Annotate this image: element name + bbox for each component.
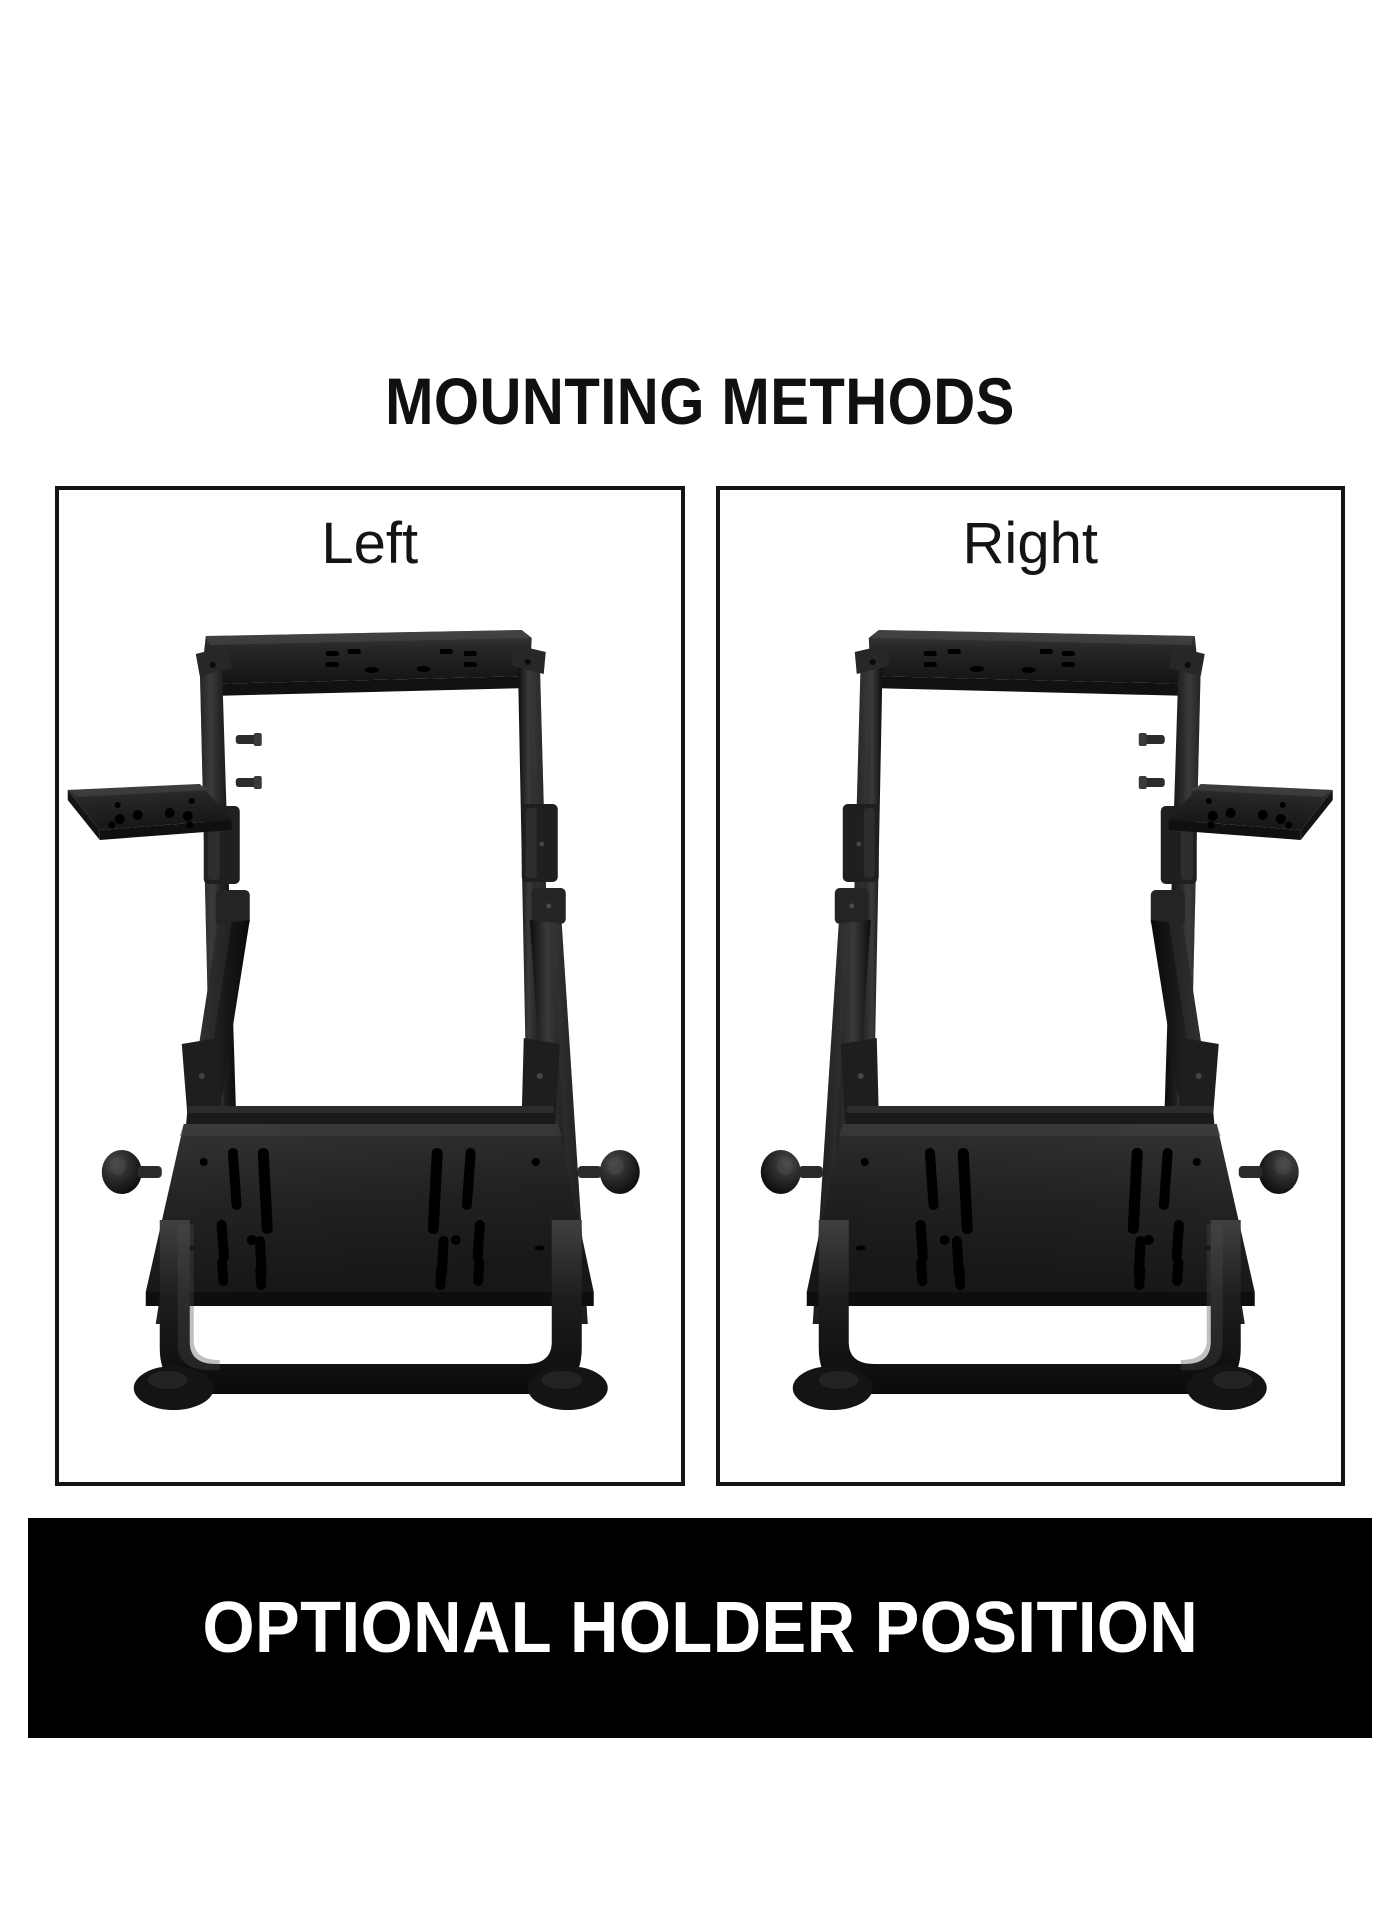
pedal-plate-slots xyxy=(184,1147,545,1290)
adjustment-knob-left[interactable] xyxy=(1238,1150,1299,1194)
panel-label-right: Right xyxy=(962,511,1098,576)
holder-mount-bolts xyxy=(235,733,262,789)
holder-plate-holes xyxy=(1205,798,1292,829)
adjustment-knob-right[interactable] xyxy=(760,1150,823,1194)
rubber-foot-left xyxy=(133,1366,214,1410)
telescopic-sleeve-right xyxy=(521,804,558,882)
wheel-stand-illustration-left xyxy=(67,630,640,1410)
rubber-foot-left xyxy=(1186,1366,1267,1410)
pedal-bracket-right xyxy=(840,1038,879,1120)
panel-label-left: Left xyxy=(321,511,419,576)
adjustment-knob-right[interactable] xyxy=(577,1150,640,1194)
wheel-mount-plate xyxy=(868,630,1199,696)
pedal-support-crossbar xyxy=(185,1106,556,1128)
mid-pivot-clamp-left xyxy=(1150,890,1185,926)
panel-left-mounting: Left xyxy=(55,486,685,1486)
pedal-plate xyxy=(806,1124,1255,1306)
wheel-mount-holes xyxy=(923,649,1075,673)
racing-wheel-stand-holder-right-figure xyxy=(720,608,1342,1470)
pedal-support-crossbar xyxy=(844,1106,1215,1128)
pedal-plate-slots xyxy=(855,1147,1216,1290)
mid-pivot-clamp-left xyxy=(215,890,250,926)
pedal-bracket-right xyxy=(521,1038,560,1120)
wheel-mount-plate xyxy=(201,630,532,696)
rubber-foot-right xyxy=(792,1366,873,1410)
adjustment-knob-left[interactable] xyxy=(101,1150,162,1194)
panel-right-mounting: Right xyxy=(715,486,1345,1486)
optional-holder-plate xyxy=(1168,784,1333,840)
wheel-stand-illustration-right xyxy=(760,630,1333,1410)
rubber-foot-right xyxy=(527,1366,608,1410)
optional-holder-plate xyxy=(67,784,232,840)
mid-pivot-clamp-right xyxy=(531,888,566,924)
page-title: MOUNTING METHODS xyxy=(385,364,1015,438)
wheel-mount-holes xyxy=(325,649,477,673)
mid-pivot-clamp-right xyxy=(834,888,869,924)
holder-plate-holes xyxy=(108,798,195,829)
pedal-bracket-left xyxy=(181,1038,222,1120)
pedal-bracket-left xyxy=(1178,1038,1219,1120)
mounting-method-panels: Left xyxy=(55,486,1345,1486)
banner-title: OPTIONAL HOLDER POSITION xyxy=(202,1588,1198,1668)
telescopic-sleeve-right xyxy=(842,804,879,882)
racing-wheel-stand-holder-left-figure xyxy=(59,608,681,1470)
pedal-plate xyxy=(145,1124,594,1306)
optional-holder-position-banner: OPTIONAL HOLDER POSITION xyxy=(28,1518,1372,1738)
holder-mount-bolts xyxy=(1138,733,1165,789)
